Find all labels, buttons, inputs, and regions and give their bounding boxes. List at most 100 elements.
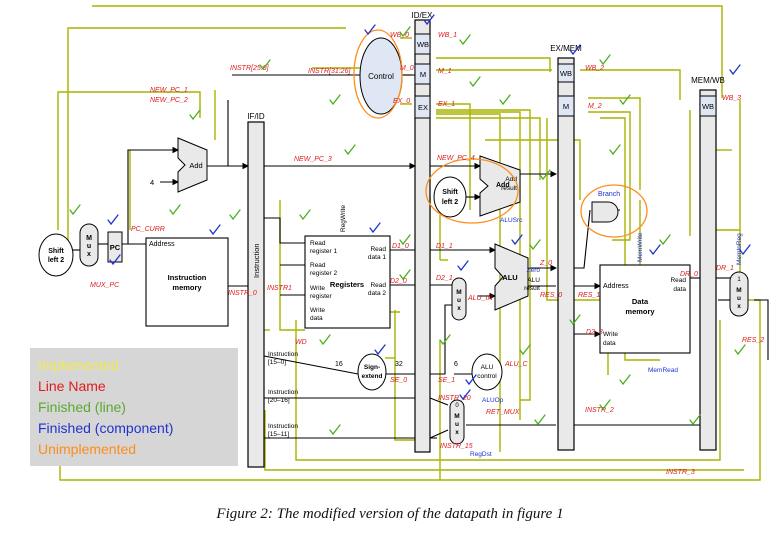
if-id-label: IF/ID bbox=[247, 112, 265, 121]
color-legend: Implemented Line Name Finished (line) Fi… bbox=[30, 348, 238, 466]
reg-dst-signal: RegDst bbox=[470, 451, 492, 458]
alu-mux-m: M bbox=[456, 289, 461, 296]
alu-control-line1: ALU bbox=[481, 364, 494, 371]
alu-mux-u: u bbox=[457, 297, 461, 304]
hw-new-pc-2: NEW_PC_2 bbox=[150, 97, 188, 104]
mem-to-reg-signal: MemtoReg bbox=[736, 233, 743, 265]
hw-alu-c: ALU_C bbox=[504, 361, 529, 368]
hw-d2-0: D2_0 bbox=[390, 278, 407, 285]
hw-se-1: SE_1 bbox=[438, 377, 455, 384]
hw-res-0: RES_0 bbox=[540, 292, 562, 299]
instruction-memory-line2: memory bbox=[172, 283, 202, 292]
shift-left-2-jump-line2: left 2 bbox=[48, 257, 64, 264]
instruction-memory: Address Instruction memory bbox=[145, 237, 229, 327]
hw-instr-0: INSTR_0 bbox=[228, 290, 257, 297]
hw-wb-3: WB_3 bbox=[722, 95, 741, 102]
width-6: 6 bbox=[454, 361, 458, 368]
hw-instr-2: INSTR_2 bbox=[585, 407, 614, 414]
write-register-line1: Write bbox=[310, 285, 325, 292]
add-result-line2: result bbox=[501, 185, 517, 192]
hw-instr-20: INSTR_20 bbox=[438, 395, 471, 402]
instruction-field-labels: Instruction [15–0] Instruction [20–16] I… bbox=[268, 351, 298, 438]
mem-write-signal: MemWrite bbox=[637, 232, 644, 262]
pipeline-register-ex-mem: EX/MEM WB M bbox=[550, 44, 582, 451]
pipeline-register-mem-wb: MEM/WB WB bbox=[691, 76, 725, 451]
branch-and-gate: Branch bbox=[591, 191, 620, 223]
regdst-mux-x: x bbox=[455, 429, 459, 436]
read-data-2-line2: data 2 bbox=[368, 290, 386, 297]
sign-extend-line2: extend bbox=[362, 373, 383, 380]
mem-read-data-line2: data bbox=[673, 286, 686, 293]
registers-label: Registers bbox=[330, 280, 364, 289]
hw-instr-1: INSTR1 bbox=[267, 285, 292, 292]
pc-mux: M u x bbox=[79, 223, 99, 267]
legend-finished-line: Finished (line) bbox=[38, 399, 126, 415]
hw-mux-pc: MUX_PC bbox=[90, 282, 120, 289]
mem-read-signal: MemRead bbox=[648, 367, 678, 374]
alu-control-unit: ALU control bbox=[471, 353, 503, 391]
mem-read-data-line1: Read bbox=[670, 277, 686, 284]
shift-left-2-branch: Shift left 2 bbox=[433, 176, 467, 218]
instruction-memory-address: Address bbox=[149, 241, 175, 248]
alu-control-line2: control bbox=[477, 373, 497, 380]
width-32: 32 bbox=[395, 361, 403, 368]
wb-mux-u: u bbox=[737, 295, 741, 302]
hw-wb-1: WB_1 bbox=[438, 32, 457, 39]
hw-dr-1: DR_1 bbox=[716, 265, 734, 272]
instr-20-16-line1: Instruction bbox=[268, 389, 298, 396]
pc-adder-label: Add bbox=[189, 161, 202, 170]
legend-unimplemented: Unimplemented bbox=[38, 441, 137, 457]
legend-finished-component: Finished (component) bbox=[38, 420, 174, 436]
unimplemented-marks bbox=[353, 29, 648, 238]
sign-extend-unit: Sign- extend bbox=[357, 353, 387, 391]
pc-mux-u: u bbox=[87, 243, 91, 250]
branch-label: Branch bbox=[598, 191, 620, 198]
hw-new-pc-1: NEW_PC_1 bbox=[150, 87, 188, 94]
mem-wb-wb-field: WB bbox=[702, 102, 714, 111]
control-wires bbox=[57, 5, 761, 481]
alu-src-signal: ALUSrc bbox=[500, 217, 523, 224]
hw-new-pc-3: NEW_PC_3 bbox=[294, 156, 332, 163]
control-label: Control bbox=[368, 72, 394, 81]
register-write-data-line1: Write bbox=[310, 307, 325, 314]
hw-instr-3: INSTR_3 bbox=[666, 469, 695, 476]
alu-result-line1: ALU bbox=[527, 277, 540, 284]
branch-adder-label: Add bbox=[496, 182, 510, 189]
shift-left-2-jump: Shift left 2 bbox=[38, 233, 74, 277]
regdst-mux-zero: 0 bbox=[455, 403, 459, 409]
hw-ret-mux: RET_MUX bbox=[486, 409, 520, 416]
hw-z-0: Z_0 bbox=[539, 260, 552, 267]
wb-mux-one: 1 bbox=[737, 277, 741, 283]
alu: ALU Zero ALU result bbox=[494, 243, 540, 311]
width-16: 16 bbox=[335, 361, 343, 368]
pc-mux-x: x bbox=[87, 251, 91, 258]
wb-mux-x: x bbox=[737, 303, 741, 310]
handwritten-labels: INSTR[25:0] INSTR[31:26] NEW_PC_1 NEW_PC… bbox=[90, 32, 764, 476]
instr-20-16-line2: [20–16] bbox=[268, 397, 290, 404]
constant-four: 4 bbox=[150, 178, 154, 187]
id-ex-label: ID/EX bbox=[412, 11, 434, 20]
hw-dr-0: DR_0 bbox=[680, 271, 698, 278]
regdst-mux-m: M bbox=[454, 413, 459, 420]
register-write-data-line2: data bbox=[310, 315, 323, 322]
hw-ex-0: EX_0 bbox=[393, 98, 410, 105]
hw-alu-in: ALU_IN bbox=[467, 295, 493, 302]
shift-left-2-jump-line1: Shift bbox=[48, 248, 64, 255]
hw-se-0: SE_0 bbox=[390, 377, 407, 384]
instr-15-0-line2: [15–0] bbox=[268, 359, 286, 366]
id-ex-m-field: M bbox=[420, 70, 426, 79]
shift-left-2-branch-line1: Shift bbox=[442, 189, 458, 196]
pc-mux-m: M bbox=[86, 235, 92, 242]
instruction-memory-line1: Instruction bbox=[168, 273, 207, 282]
pc-adder: Add bbox=[177, 137, 208, 193]
pipeline-register-if-id: IF/ID Instruction bbox=[247, 112, 265, 468]
data-memory-address: Address bbox=[603, 283, 629, 290]
hw-res-1: RES_1 bbox=[578, 292, 600, 299]
hw-d1-1: D1_1 bbox=[436, 243, 453, 250]
data-memory: Address Data memory Read data Write data bbox=[599, 264, 691, 354]
hw-instr-25-0: INSTR[25:0] bbox=[230, 65, 270, 72]
id-ex-wb-field: WB bbox=[417, 40, 429, 49]
alu-label: ALU bbox=[502, 273, 517, 282]
hw-new-pc-4: NEW_PC_4 bbox=[437, 155, 475, 162]
ex-mem-wb-field: WB bbox=[560, 69, 572, 78]
